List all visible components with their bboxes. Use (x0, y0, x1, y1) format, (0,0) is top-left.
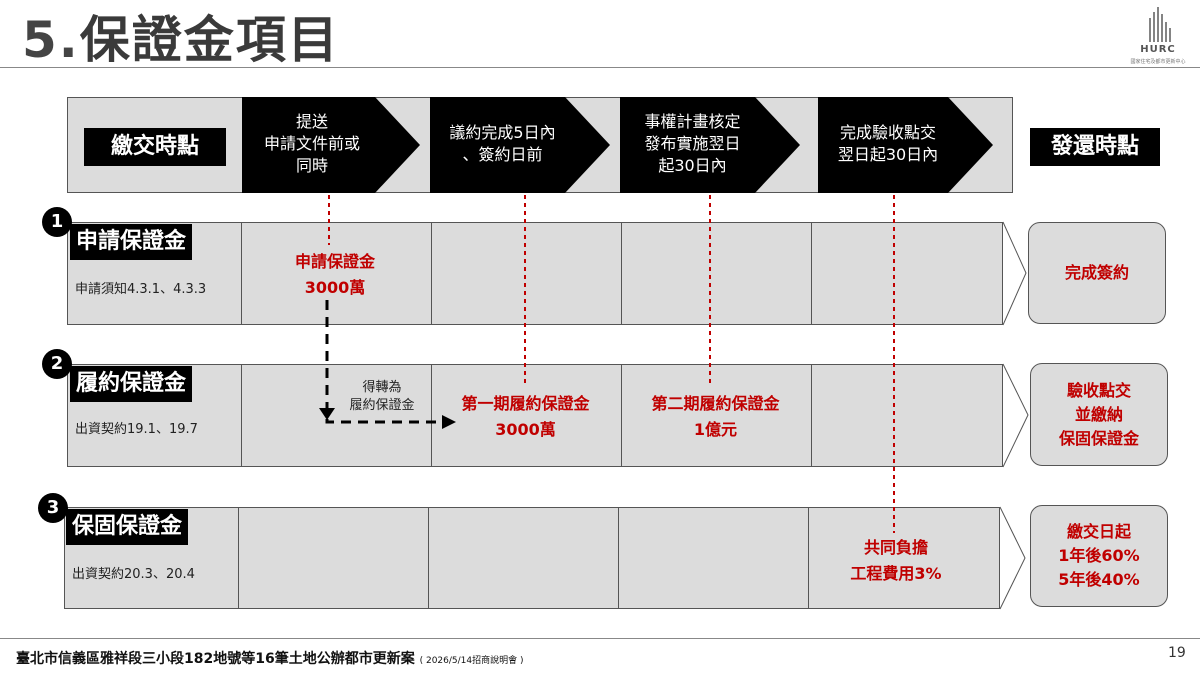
row-2-return-box: 驗收點交並繳納保固保證金 (1030, 363, 1168, 466)
row-3-reference: 出資契約20.3、20.4 (72, 567, 195, 582)
transfer-arrowhead-down (319, 408, 335, 420)
warranty-share-cell: 共同負擔工程費用3% (850, 538, 942, 583)
return-timing-label: 發還時點 (1030, 128, 1160, 166)
row-2-reference: 出資契約19.1、19.7 (75, 422, 198, 437)
row-2-chevron (1002, 363, 1029, 468)
stage-4-arrow (818, 97, 993, 193)
page-title: 5.保證金項目 (22, 4, 340, 76)
transfer-arrowhead-right (442, 415, 456, 429)
transfer-note: 得轉為履約保證金 (349, 380, 415, 413)
payment-timing-label: 繳交時點 (84, 128, 226, 166)
row-2-title: 履約保證金 (70, 366, 193, 402)
row-1-band (67, 222, 1003, 325)
footer-text: 臺北市信義區雅祥段三小段182地號等16筆土地公辦都市更新案 ( 2026/5/… (16, 648, 524, 668)
row-3-badge: 3 (38, 493, 68, 523)
footer-divider (0, 638, 1200, 639)
footer-note: ( 2026/5/14招商說明會 ) (419, 656, 524, 666)
logo-mark-icon (1149, 7, 1171, 42)
footer-project: 臺北市信義區雅祥段三小段182地號等16筆土地公辦都市更新案 (16, 651, 415, 667)
row-3-title: 保固保證金 (66, 509, 189, 545)
hurc-logo: HURC 國家住宅及都市更新中心 (1128, 4, 1188, 66)
row-1-reference: 申請須知4.3.1、4.3.3 (75, 282, 207, 297)
title-text: 保證金項目 (79, 11, 340, 69)
row-2-band (67, 364, 1003, 467)
stage-2-arrow (430, 97, 610, 193)
title-divider (0, 67, 1200, 68)
row-2-badge: 2 (42, 349, 72, 379)
stage-1-label: 提送申請文件前或同時 (263, 112, 360, 175)
logo-name: HURC (1140, 44, 1176, 55)
row-1-title: 申請保證金 (70, 224, 193, 260)
stage-2-label: 議約完成5日內、簽約日前 (449, 123, 556, 164)
stage-3-label: 事權計畫核定發布實施翌日起30日內 (644, 112, 741, 175)
stage-1-arrow (242, 97, 420, 193)
stage-4-label: 完成驗收點交翌日起30日內 (837, 123, 939, 164)
row-1-chevron (1002, 221, 1027, 326)
transfer-dashed-arrow (325, 300, 440, 424)
title-number: 5. (22, 11, 80, 69)
row-3-band (64, 507, 1000, 609)
row-1-return-box: 完成簽約 (1028, 222, 1166, 324)
logo-subtitle: 國家住宅及都市更新中心 (1130, 59, 1186, 65)
row-3-chevron (999, 506, 1026, 610)
stage-3-arrow (620, 97, 800, 193)
row-1-badge: 1 (42, 207, 72, 237)
page-number: 19 (1168, 645, 1186, 661)
